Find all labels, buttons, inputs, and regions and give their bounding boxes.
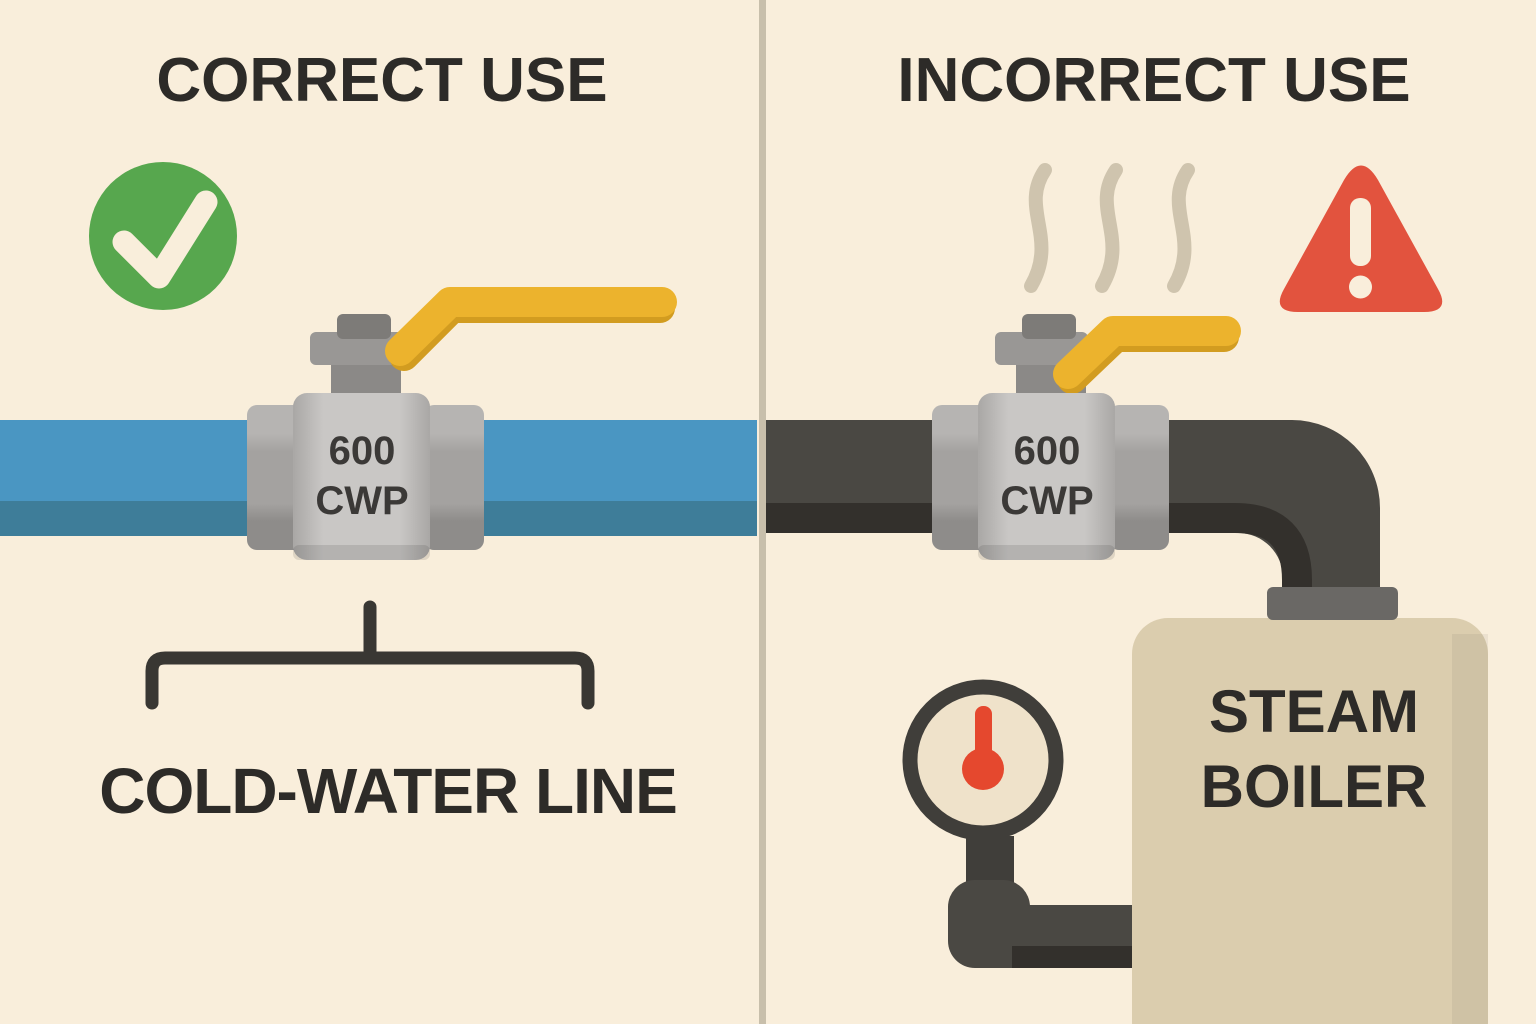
valve-stem-cap (337, 314, 391, 339)
valve-rating-line2: CWP (1000, 478, 1094, 523)
valve-rating-label-left: 600 CWP (277, 427, 447, 526)
pipe-collar (1267, 587, 1398, 620)
valve-rating-line2: CWP (315, 478, 409, 523)
check-circle-icon (89, 162, 237, 310)
right-panel-title: INCORRECT USE (897, 46, 1411, 115)
exclamation-dot (1349, 275, 1372, 299)
valve-handle-left (385, 287, 677, 366)
boiler-label-line2: BOILER (1200, 753, 1428, 820)
steam-wavy-lines-icon (1024, 163, 1195, 293)
valve-end-nut (932, 405, 992, 550)
steam-boiler-tank (1132, 618, 1488, 1024)
valve-rating-line1: 600 (328, 429, 396, 473)
valve-rating-line1: 600 (1013, 429, 1081, 473)
ball-valve-left (247, 287, 677, 560)
panel-divider (759, 0, 766, 1024)
ball-valve-right (932, 314, 1241, 560)
valve-end-nut (424, 405, 484, 550)
gauge-needle-hub (962, 748, 1004, 790)
pointer-bracket (145, 600, 595, 710)
exclamation-bar (1350, 198, 1371, 266)
gauge-piping (948, 836, 1137, 968)
valve-end-nut (247, 405, 307, 550)
steam-boiler-label: STEAM BOILER (1140, 674, 1488, 824)
valve-body-right (978, 393, 1115, 560)
boiler-edge-shade (1452, 634, 1488, 1024)
valve-rating-label-right: 600 CWP (962, 427, 1132, 526)
cold-water-line-caption: COLD-WATER LINE (99, 755, 678, 827)
pressure-gauge-icon (902, 679, 1064, 841)
valve-handle-right (1053, 316, 1241, 389)
warning-triangle-icon (1279, 165, 1443, 312)
boiler-label-line1: STEAM (1209, 678, 1419, 745)
valve-bonnet (310, 332, 403, 365)
valve-body-shade (293, 545, 430, 560)
valve-stem-cap (1022, 314, 1076, 339)
valve-body-left (293, 393, 430, 560)
valve-body-shade (978, 545, 1115, 560)
left-panel-title: CORRECT USE (156, 46, 608, 115)
valve-end-nut (1109, 405, 1169, 550)
